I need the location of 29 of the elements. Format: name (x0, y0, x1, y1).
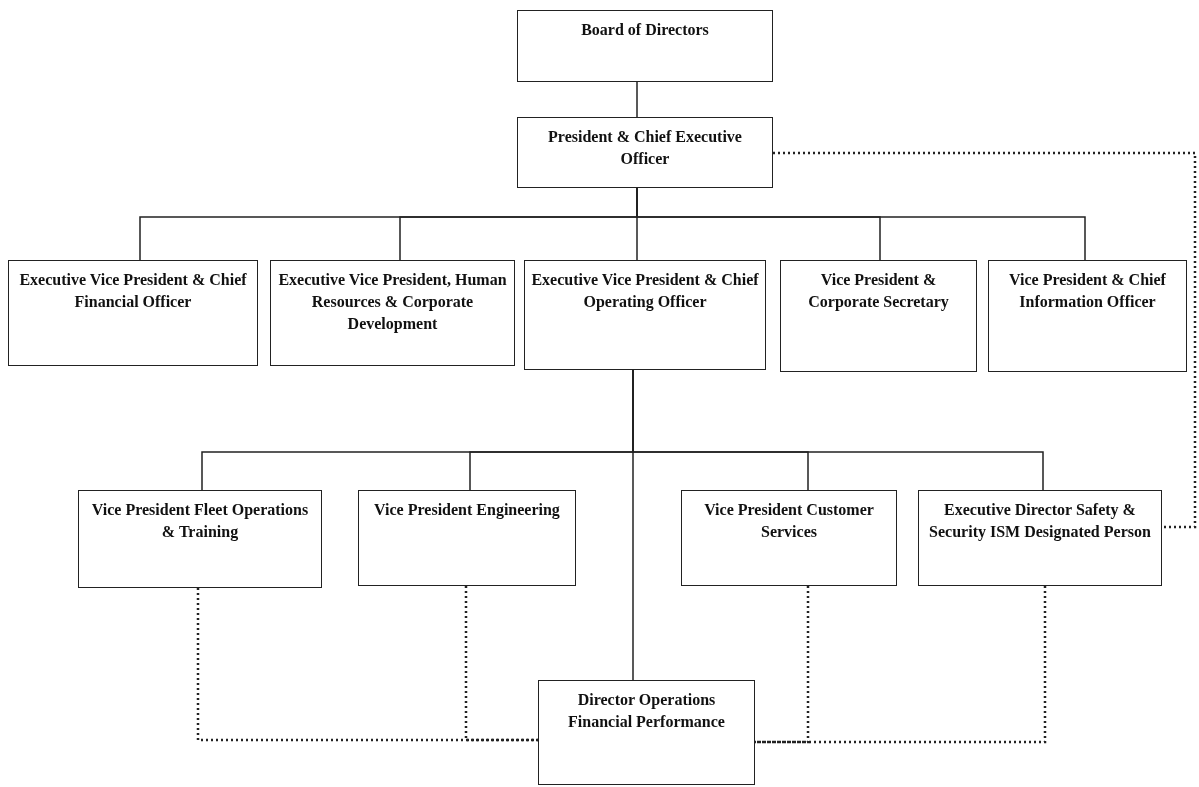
position-title: Director Operations Financial Performance (567, 690, 726, 732)
position-box (524, 260, 766, 370)
position-box (517, 10, 773, 82)
position-box (78, 490, 322, 588)
position-title: Board of Directors (581, 20, 709, 40)
position-box (270, 260, 515, 366)
dotted-connector (196, 588, 538, 742)
position-title: Vice President Engineering (374, 500, 560, 521)
position-box (681, 490, 897, 586)
position-title: Executive Vice President & Chief Operating Officer (531, 270, 759, 313)
position-title: Executive Vice President, Human Resources & Corporate Development (277, 270, 508, 335)
position-box (780, 260, 977, 372)
position-title: Vice President & Corporate Secretary (807, 270, 950, 313)
position-title: Executive Director Safety & Security ISM Designated Person (928, 500, 1152, 543)
position-title: Vice President Fleet Operations & Training (90, 500, 310, 543)
dotted-connector (755, 586, 810, 744)
dotted-connector (773, 151, 1197, 529)
position-box (988, 260, 1187, 372)
connector-line (632, 369, 634, 681)
connector-line (636, 81, 638, 118)
position-box (358, 490, 576, 586)
position-title: Vice President Customer Services (703, 500, 875, 542)
position-title: Vice President & Chief Information Officer (1008, 270, 1167, 312)
position-box (918, 490, 1162, 586)
position-box (8, 260, 258, 366)
position-title: Executive Vice President & Chief Financial Officer (18, 270, 248, 312)
position-title: President & Chief Executive Officer (547, 127, 743, 169)
position-box (517, 117, 773, 188)
position-box (538, 680, 755, 785)
